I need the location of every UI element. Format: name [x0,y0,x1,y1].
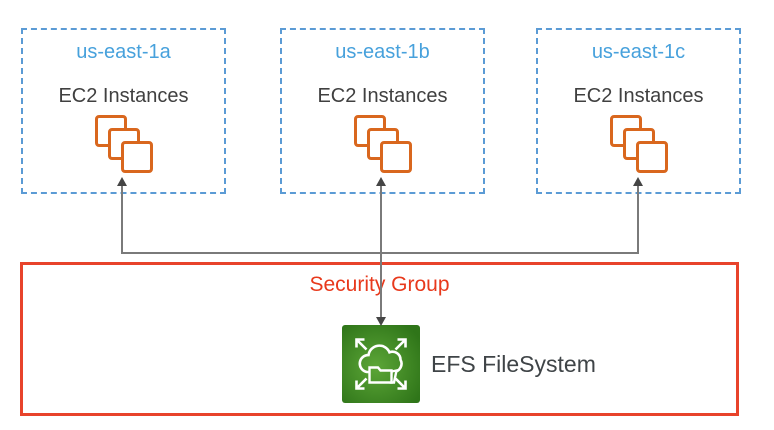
efs-filesystem-label: EFS FileSystem [431,351,596,377]
efs-icon [342,325,420,403]
ec2-instances-icon [609,115,668,173]
ec2-instances-label: EC2 Instances [58,85,189,107]
ec2-square-icon [120,141,153,173]
ec2-instances-label: EC2 Instances [573,85,704,107]
availability-zone-box-us-east-1c: us-east-1c EC2 Instances [536,28,741,194]
az-title: us-east-1a [76,41,171,63]
ec2-square-icon [379,141,412,173]
connector-line-horizontal [121,252,639,254]
connector-line-az-b [380,186,382,317]
availability-zone-box-us-east-1a: us-east-1a EC2 Instances [21,28,226,194]
security-group-label: Security Group [309,273,450,296]
az-title: us-east-1c [591,41,686,63]
ec2-instances-icon [353,115,412,173]
arrowhead-up-icon [632,177,643,186]
connector-line-az-c [637,186,639,254]
arrowhead-down-icon [375,317,386,326]
connector-line-az-a [121,186,123,254]
ec2-square-icon [635,141,668,173]
arrowhead-up-icon [116,177,127,186]
availability-zone-box-us-east-1b: us-east-1b EC2 Instances [280,28,485,194]
ec2-instances-label: EC2 Instances [317,85,448,107]
arrowhead-up-icon [375,177,386,186]
ec2-instances-icon [94,115,153,173]
az-title: us-east-1b [335,41,430,63]
